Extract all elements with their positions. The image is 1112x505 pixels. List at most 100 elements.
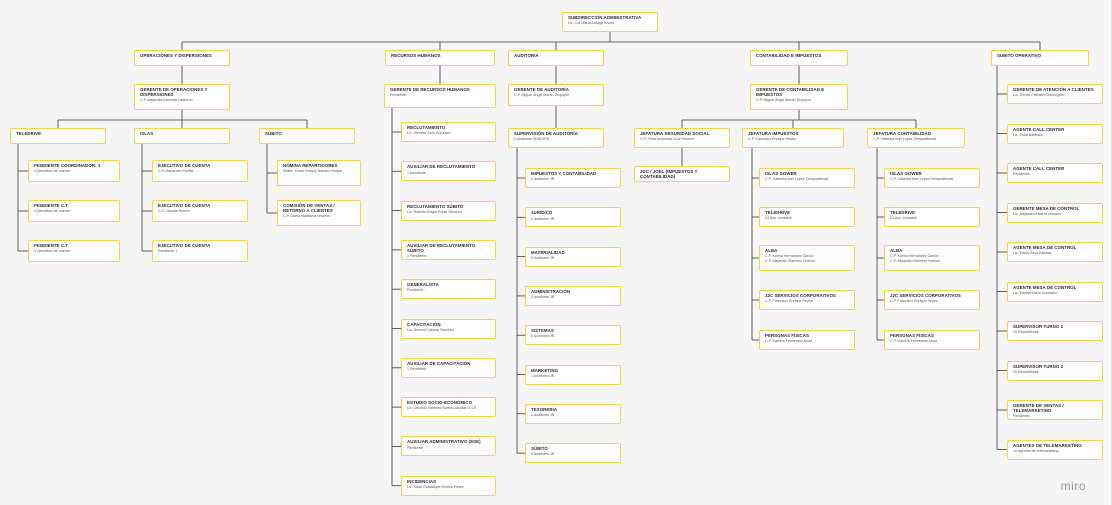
- subito-operativo-item-subtitle: Lic. Gerald Palmeiro Domínguez: [1013, 93, 1065, 98]
- dept-recursos-humanos[interactable]: RECURSOS HUMANOS: [385, 50, 495, 66]
- teledrive-item[interactable]: Pendiente C.T5 ejecutivos de cuenta: [28, 240, 120, 262]
- rh-item-subtitle: Pendiente: [407, 445, 424, 450]
- miro-logo: miro: [1060, 479, 1086, 493]
- subito-operativo-item-subtitle: Lic. Alejandra Alvarez Morales: [1013, 211, 1062, 216]
- dept-auditoria[interactable]: AUDITORÍA: [508, 50, 604, 66]
- teledrive-item[interactable]: Pendiente C.T4 ejecutivos de cuenta: [28, 200, 120, 222]
- subito-operativo-item-title: AGENTE MESA DE CONTROL: [1013, 245, 1077, 250]
- node-root-title: SUBDIRECCIÓN ADMINISTRATIVA: [568, 15, 642, 20]
- rh-item-subtitle: Lic. Roberto Edgar Rojas Sanchez: [407, 209, 463, 214]
- subito-operativo-item-subtitle: Pendiente...: [1013, 414, 1033, 419]
- subito-item-title: COMISIÓN DE VENTAS / RETORNO A CLIENTES: [283, 203, 335, 214]
- rh-item-title: CAPACITACIÓN: [407, 321, 441, 327]
- rh-item-subtitle: Lic. Jennifer Soto Gonzalez: [407, 131, 451, 136]
- subito-operativo-item-title: AGENTE MESA DE CONTROL: [1013, 284, 1077, 290]
- dept-contabilidad[interactable]: CONTABILIDAD E IMPUESTOS: [750, 50, 848, 66]
- impuestos-item-title: ISLAS GOWER: [765, 171, 797, 176]
- jefatura-seguridad-social-subtitle: C.P. Sofía Alejandra Cruz Romero: [640, 137, 695, 142]
- aud-item-subtitle: 2 Auditores JR: [531, 216, 555, 221]
- team-islas[interactable]: ISLAS: [134, 128, 230, 144]
- contabilidad-item-subtitle: 24 Aux. contable: [890, 216, 917, 221]
- contabilidad-item-title: J2C SERVICIOS CORPORATIVOS: [890, 293, 961, 298]
- rh-item[interactable]: AUXILIAR ADMINISTRATIVO (ESE)Pendiente: [401, 436, 496, 457]
- subito-operativo-item-title: GERENTE DE VENTAS / TELEMARKETING: [1013, 403, 1064, 414]
- islas-item-title: EJECUTIVO DE CUENTA: [158, 243, 211, 248]
- teledrive-item[interactable]: Pendiente Coordinador: 14 ejecutivos de …: [28, 160, 120, 182]
- dept-auditoria-title: AUDITORÍA: [514, 53, 539, 58]
- contabilidad-item-subtitle: C.P. Karina Hernández García: [890, 254, 939, 259]
- rh-item-title: RECLUTAMIENTO SÚBITO: [407, 203, 464, 209]
- team-teledrive[interactable]: TELEDRIVE: [10, 128, 106, 144]
- islas-item-title: EJECUTIVO DE CUENTA: [158, 203, 211, 208]
- team-subito[interactable]: SÚBITO: [259, 128, 355, 144]
- impuestos-item-subtitle: C.P. Alejandro Ramírez Huerca: [765, 258, 815, 263]
- dept-subito-operativo[interactable]: SÚBITO OPERATIVO: [991, 50, 1089, 66]
- subito-operativo-item-subtitle: Lic. Erika Martínez: [1013, 132, 1043, 137]
- aud-item-title: ADMINISTRACIÓN: [531, 288, 571, 294]
- islas-item-subtitle: C.P. Claudia Huerta: [158, 209, 190, 214]
- subito-operativo-item-title: AGENTE CALL CENTER: [1013, 126, 1065, 132]
- aud-item-subtitle: 2 Auditores JR: [531, 177, 555, 182]
- subito-operativo-item-title: GERENTE MESA DE CONTROL: [1013, 205, 1080, 211]
- teledrive-item-subtitle: 4 ejecutivos de cuenta: [34, 209, 70, 214]
- rh-item-title: AUXILIAR DE RECLUTAMIENTO: [407, 164, 476, 170]
- rh-item-title: INCIDENCIAS: [407, 478, 437, 484]
- jdc-joel[interactable]: JDC / JOEL (IMPUESTOS Y CONTABILIDAD): [634, 166, 730, 182]
- rh-item-subtitle: 1 Pendiente...: [407, 254, 430, 259]
- dept-operaciones[interactable]: OPERACIONES Y DISPERSIONES: [134, 50, 230, 66]
- teledrive-item-title: Pendiente C.T: [34, 243, 69, 248]
